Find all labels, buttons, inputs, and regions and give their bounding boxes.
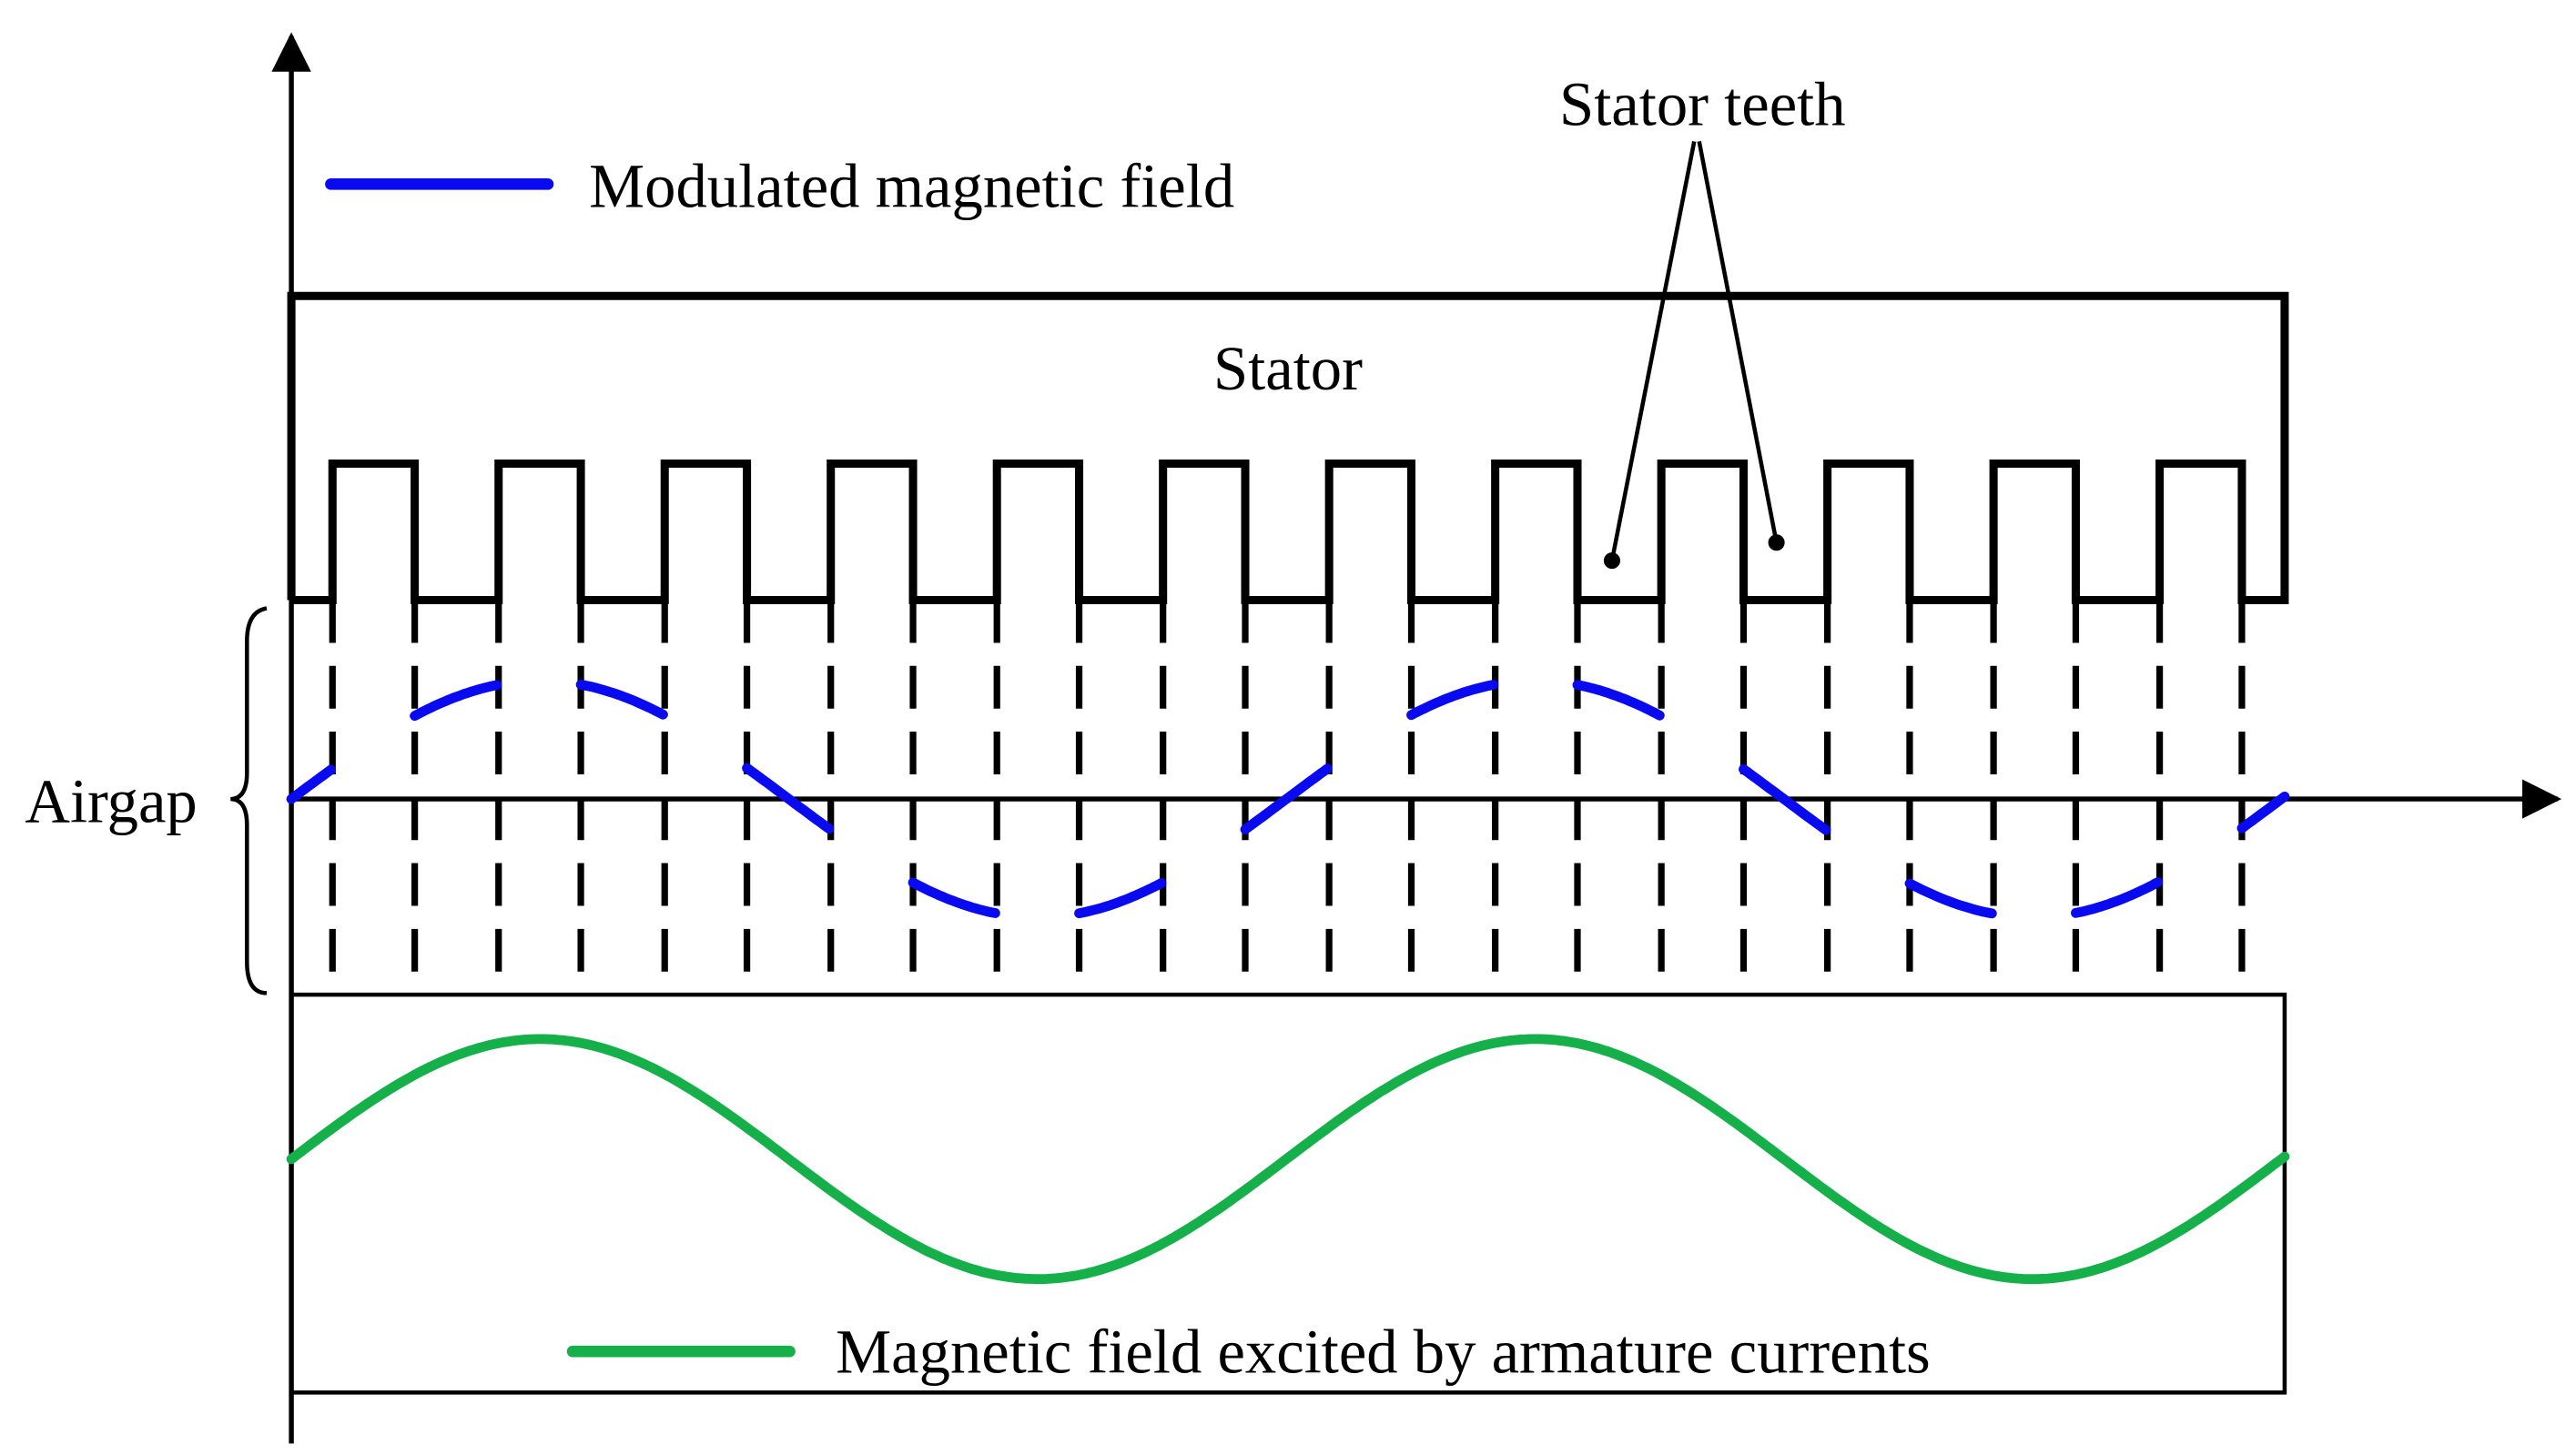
airgap-label: Airgap — [25, 766, 197, 835]
stator-teeth-dot-left — [1603, 552, 1620, 570]
modulated-field-segment-10 — [1904, 878, 1997, 919]
modulated-field-segment-7 — [1406, 680, 1499, 721]
modulated-field-segment-4 — [908, 877, 1000, 918]
modulated-field-segment-12 — [2236, 791, 2290, 834]
modulated-field-segment-8 — [1572, 680, 1665, 721]
modulated-field-segment-1 — [410, 680, 502, 722]
legend-modulated-label: Modulated magnetic field — [589, 152, 1234, 221]
modulated-field-segment-5 — [1074, 878, 1167, 919]
stator-teeth-pointer-right — [1697, 140, 1779, 543]
armature-rectangle — [289, 992, 2287, 1395]
stator-teeth-pointer-left — [1609, 140, 1697, 561]
stator-outline — [287, 291, 2289, 604]
stator-teeth-dot-right — [1768, 534, 1785, 551]
modulated-field-segment-0 — [286, 764, 336, 804]
modulated-field-segment-11 — [2071, 877, 2164, 918]
modulated-field-segment-6 — [1240, 763, 1333, 834]
stator-teeth-label: Stator teeth — [1559, 69, 1846, 138]
legend-armature-label: Magnetic field excited by armature curre… — [836, 1318, 1931, 1387]
modulated-field-segment-9 — [1739, 763, 1831, 835]
airgap-brace — [230, 606, 268, 995]
armature-field-curve — [286, 1034, 2290, 1285]
stator-label: Stator — [1213, 334, 1363, 403]
modulated-field-curve — [286, 679, 2290, 919]
modulated-field-segment-2 — [575, 679, 668, 720]
airgap-dashed-lines — [329, 600, 2246, 995]
modulated-field-segment-3 — [742, 763, 835, 834]
